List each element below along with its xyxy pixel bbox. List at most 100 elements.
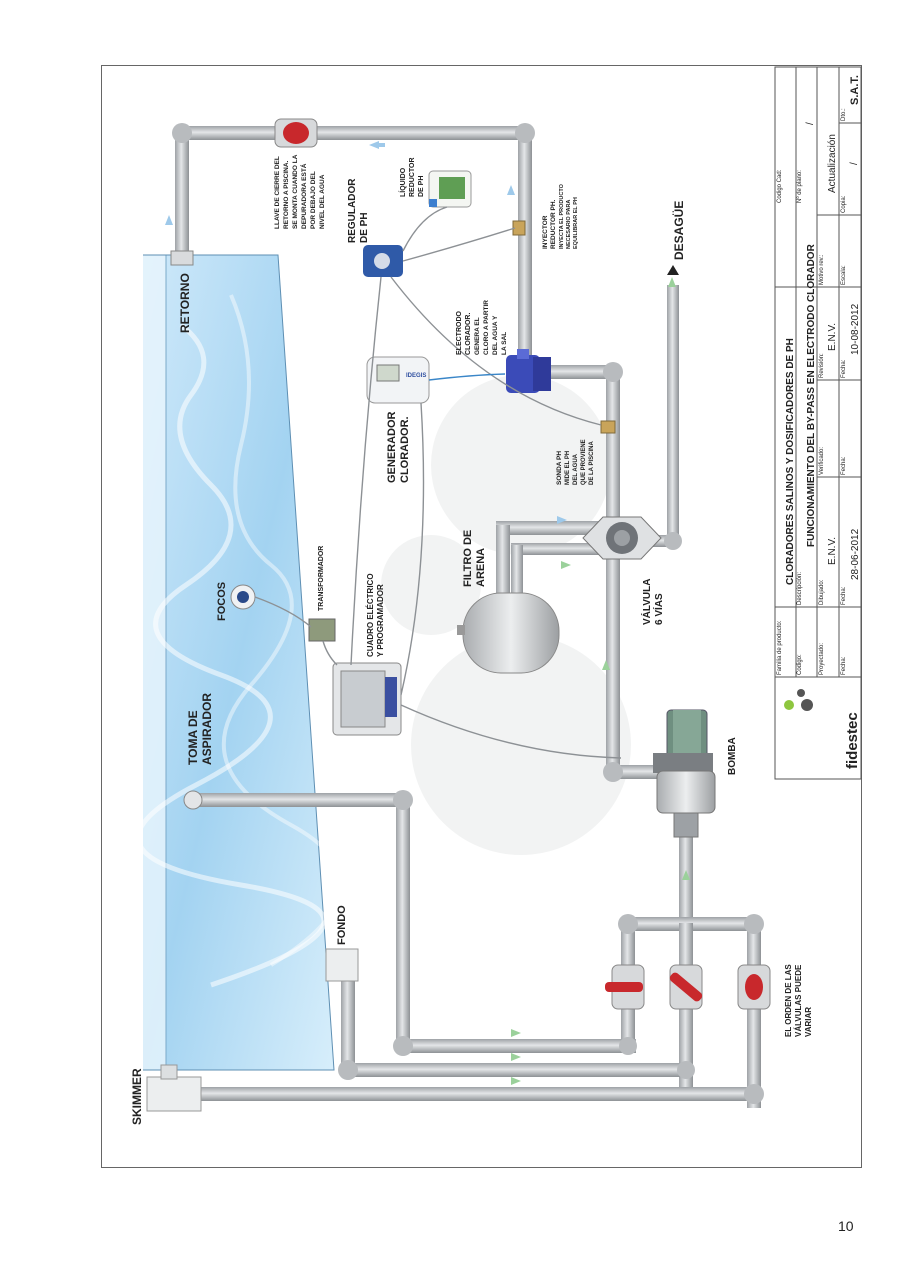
label-electrodo-2: CLORADOR. bbox=[465, 313, 472, 355]
label-liquido-1: LÍQUIDO bbox=[398, 167, 407, 197]
pipes bbox=[172, 123, 764, 1108]
label-cuadro-1: CUADRO ELÉCTRICO bbox=[366, 573, 375, 657]
label-inyector-2: REDUCTOR PH. bbox=[550, 199, 557, 249]
tb-dto-value: S.A.T. bbox=[849, 75, 861, 105]
six-way-valve[interactable] bbox=[582, 516, 662, 560]
label-fondo: FONDO bbox=[336, 905, 348, 945]
desague-arrow bbox=[667, 265, 679, 275]
tb-dto-label: Dto.: bbox=[841, 108, 847, 121]
tb-codigo-label: Codigo: bbox=[797, 654, 803, 675]
tb-dibujado-label: Dibujado: bbox=[819, 579, 825, 605]
tb-escala-label: Escala: bbox=[841, 265, 847, 285]
label-transformador: TRANSFORMADOR bbox=[318, 546, 325, 611]
tb-verificado-label: Verificado: bbox=[819, 447, 825, 475]
manifold-valve-3[interactable] bbox=[737, 964, 771, 1010]
label-llave-4: DEPURADORA ESTÁ bbox=[299, 163, 308, 229]
label-liquido-3: DE PH bbox=[418, 176, 425, 197]
label-regulador-1: REGULADOR bbox=[347, 178, 358, 243]
label-inyector-5: EQUILIBRAR EL PH bbox=[573, 197, 579, 249]
label-toma-1: TOMA DE bbox=[186, 710, 200, 765]
diagram-labels: RETORNO LLAVE DE CIERRE DEL RETORNO A PI… bbox=[130, 154, 813, 1125]
return-inlet bbox=[170, 250, 194, 266]
label-valvula-1: VÁLVULA bbox=[640, 579, 653, 625]
pump bbox=[653, 709, 716, 838]
label-electrodo-6: LA SAL bbox=[501, 332, 508, 355]
label-sonda-3: DEL AGUA bbox=[573, 453, 579, 485]
pool bbox=[135, 254, 344, 1071]
label-sonda-4: QUE PROVIENE bbox=[581, 439, 587, 485]
label-generador-1: GENERADOR bbox=[386, 411, 398, 483]
label-sonda-1: SONDA PH bbox=[556, 451, 563, 485]
tb-familia-label: Familia de producto: bbox=[777, 620, 783, 675]
manifold-valve-1[interactable] bbox=[605, 964, 645, 1010]
tb-descripcion-label: Descripción: bbox=[797, 572, 803, 605]
tb-fecha-revision: 10-08-2012 bbox=[850, 303, 861, 355]
tb-fecha-label-3: Fecha: bbox=[841, 456, 847, 475]
control-panel bbox=[332, 662, 402, 736]
ph-reducer-bottle bbox=[428, 170, 472, 208]
chlorinator-electrode bbox=[506, 349, 551, 393]
generator-brand: IDEGIS bbox=[406, 373, 426, 379]
label-orden-2: VÁLVULAS PUEDE bbox=[794, 964, 803, 1037]
tb-nplano-label: Nº de plano: bbox=[796, 170, 803, 203]
return-valve[interactable] bbox=[274, 118, 318, 148]
tb-fecha-label-2: Fecha: bbox=[841, 586, 847, 605]
tb-dibujado-value: E.N.V. bbox=[827, 537, 838, 565]
flow-arrows bbox=[165, 141, 690, 1085]
label-generador-2: CLORADOR. bbox=[399, 416, 411, 483]
skimmer-neck bbox=[160, 1064, 178, 1080]
label-sonda-5: DE LA PISCINA bbox=[589, 441, 595, 485]
logo-text: fidestec bbox=[844, 712, 861, 769]
pool-light bbox=[230, 584, 256, 610]
tb-revision-value: E.N.V. bbox=[827, 323, 838, 351]
label-desague: DESAGÜE bbox=[671, 201, 686, 260]
fidestec-logo: fidestec bbox=[784, 689, 861, 769]
label-liquido-2: REDUCTOR bbox=[409, 157, 416, 197]
label-valvula-2: 6 VÍAS bbox=[652, 593, 665, 625]
label-inyector-3: INYECTA EL PRODUCTO bbox=[559, 183, 565, 249]
transformer bbox=[308, 618, 336, 642]
tb-codigo-cad-label: Codigo Cad: bbox=[777, 169, 783, 203]
label-regulador-2: DE PH bbox=[359, 212, 370, 243]
ph-regulator bbox=[363, 245, 403, 277]
ph-probe-fitting bbox=[600, 420, 616, 434]
label-inyector-1: INYECTOR bbox=[542, 215, 549, 249]
label-orden-1: EL ORDEN DE LAS bbox=[784, 964, 793, 1037]
page-number: 10 bbox=[838, 1218, 854, 1234]
skimmer-box bbox=[146, 1076, 202, 1112]
tb-proyectado-label: Proyectado: bbox=[819, 643, 825, 675]
tb-fecha-dibujado: 28-06-2012 bbox=[850, 528, 861, 580]
chlorine-generator: IDEGIS bbox=[366, 356, 430, 404]
label-cuadro-2: Y PROGRAMADOR bbox=[376, 584, 385, 657]
label-filtro-1: FILTRO DE bbox=[462, 530, 474, 587]
label-llave-2: RETORNO A PISCINA. bbox=[283, 160, 290, 229]
vacuum-inlet bbox=[183, 790, 203, 810]
tb-familia-value: CLORADORES SALINOS Y DOSIFICADORES DE PH bbox=[785, 338, 796, 585]
label-inyector-4: NECESARIO PARA bbox=[566, 200, 572, 249]
tb-nplano-value: / bbox=[805, 122, 816, 125]
tb-descripcion-value: FUNCIONAMIENTO DEL BY-PASS EN ELECTRODO … bbox=[806, 243, 817, 547]
title-block: Familia de producto: CLORADORES SALINOS … bbox=[774, 66, 862, 780]
label-toma-2: ASPIRADOR bbox=[200, 693, 214, 765]
tb-revision-label: Revisión: bbox=[819, 353, 825, 378]
label-skimmer: SKIMMER bbox=[130, 1068, 144, 1125]
pool-bypass-diagram: IDEGIS bbox=[130, 66, 862, 1125]
label-llave-1: LLAVE DE CIERRE DEL bbox=[274, 156, 281, 229]
label-sonda-2: MIDE EL PH bbox=[565, 451, 571, 485]
tb-copia-value: / bbox=[849, 162, 860, 165]
label-retorno: RETORNO bbox=[178, 273, 192, 333]
tb-motivo-label: Motivo rev.: bbox=[819, 254, 825, 285]
sand-filter bbox=[457, 592, 560, 674]
main-drain bbox=[325, 948, 359, 982]
label-filtro-2: ARENA bbox=[475, 548, 487, 587]
tb-fecha-label-4: Fecha: bbox=[841, 359, 847, 378]
label-bomba: BOMBA bbox=[727, 737, 738, 775]
label-electrodo-3: GENERA EL bbox=[474, 317, 481, 355]
tb-motivo-value: Actualización bbox=[827, 134, 838, 193]
tb-copia-label: Copia: bbox=[841, 195, 847, 213]
manifold-valve-2[interactable] bbox=[668, 964, 704, 1010]
label-llave-5: POR DEBAJO DEL bbox=[310, 171, 317, 229]
label-orden-3: VARIAR bbox=[804, 1007, 813, 1037]
cables bbox=[254, 206, 622, 759]
label-electrodo-4: CLORO A PARTIR bbox=[483, 300, 490, 355]
